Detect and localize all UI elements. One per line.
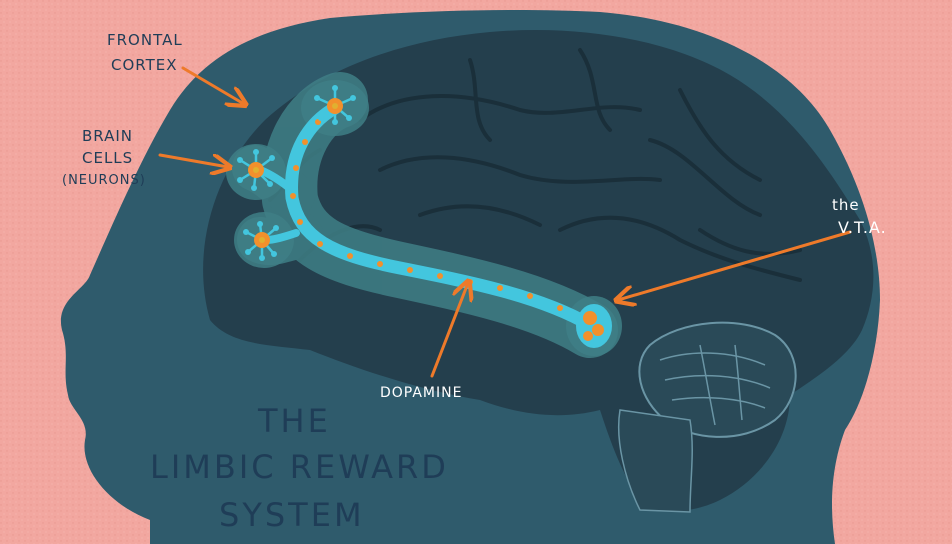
label-dopamine: DOPAMINE bbox=[380, 385, 462, 401]
vta-cluster bbox=[576, 304, 612, 348]
